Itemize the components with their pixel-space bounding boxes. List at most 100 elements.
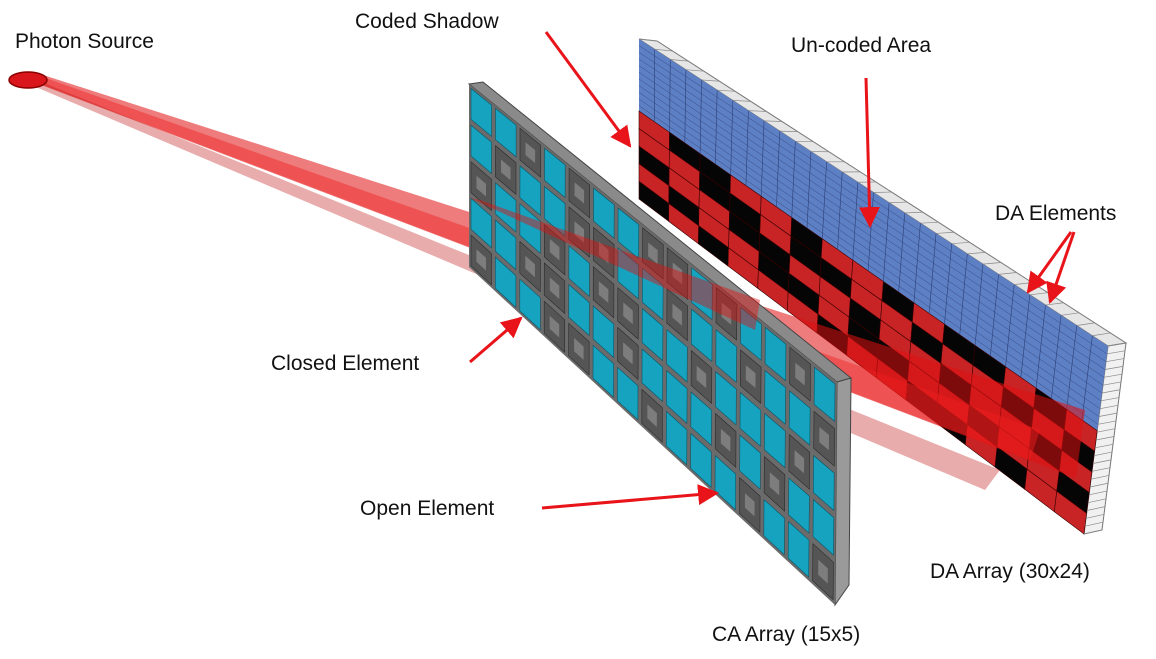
ca-closed-cell-inset xyxy=(623,342,633,365)
da-row-line xyxy=(638,92,1101,409)
da-edge-tick xyxy=(904,211,923,214)
da-edge-tick xyxy=(654,48,673,52)
da-side-tick xyxy=(1088,490,1108,496)
photon-source-disc xyxy=(8,71,48,89)
ca-open-cell xyxy=(617,207,640,260)
ca-closed-cell-inset xyxy=(720,428,731,452)
da-edge-tick xyxy=(732,100,751,102)
ca-open-cell xyxy=(617,247,639,300)
ca-closed-cell-inset xyxy=(672,262,683,285)
ca-open-cell xyxy=(470,197,492,249)
da-edge-tick xyxy=(873,191,892,193)
label-da-array: DA Array (30x24) xyxy=(930,560,1090,583)
da-row-line xyxy=(638,72,1104,386)
da-edge-tick xyxy=(779,130,798,132)
ca-open-cell xyxy=(764,369,786,425)
da-edge-tick xyxy=(1076,322,1095,326)
da-side-tick xyxy=(1095,436,1115,441)
ca-open-cell xyxy=(715,370,737,426)
ca-closed-cell-inset xyxy=(745,365,756,388)
da-side-tick xyxy=(1106,350,1126,355)
ca-open-cell xyxy=(641,348,664,403)
ca-open-cell xyxy=(519,203,541,255)
da-side-tick xyxy=(1105,358,1125,363)
ca-open-cell xyxy=(690,391,712,446)
ca-open-cell xyxy=(690,308,713,363)
ca-open-cell xyxy=(812,454,835,512)
ca-closed-cell-inset xyxy=(721,302,732,325)
ca-closed-cell-inset xyxy=(623,302,633,325)
ca-open-cell xyxy=(544,147,566,199)
ca-closed-cell-inset xyxy=(696,365,707,389)
ca-closed-cell-inset xyxy=(795,362,805,386)
da-side-tick xyxy=(1094,443,1114,449)
da-side-tick xyxy=(1104,366,1124,370)
ca-array-panel xyxy=(467,81,853,607)
ca-open-cell xyxy=(495,182,517,233)
ca-open-cell xyxy=(813,366,836,423)
ca-open-cell xyxy=(739,391,762,447)
ca-closed-cell-inset xyxy=(574,337,584,360)
da-side-tick xyxy=(1083,529,1103,535)
ca-closed-cell-inset xyxy=(549,239,560,261)
da-row-line xyxy=(638,85,1102,401)
arrow-da-elements-2 xyxy=(1046,231,1076,304)
ca-closed-cell-inset xyxy=(525,255,535,278)
ca-open-cell xyxy=(519,278,541,331)
ca-side-edge xyxy=(834,377,852,607)
da-side-tick xyxy=(1100,397,1120,402)
ca-open-cell xyxy=(665,410,688,466)
ca-open-cell xyxy=(592,344,614,398)
da-edge-tick xyxy=(717,89,736,92)
ca-open-cell xyxy=(593,187,615,239)
arrow-da-elements-1 xyxy=(1026,231,1073,294)
da-side-tick xyxy=(1097,420,1117,425)
beam-front-overlay xyxy=(470,198,760,330)
ca-open-cell xyxy=(544,185,566,237)
ca-closed-cell-inset xyxy=(476,249,486,271)
ca-open-cell xyxy=(568,245,590,297)
arrow-coded-shadow xyxy=(544,31,632,148)
ca-open-cell xyxy=(666,369,688,424)
ca-closed-cell-inset xyxy=(574,221,584,243)
ca-open-cell xyxy=(495,256,517,308)
ca-open-cell xyxy=(763,498,785,556)
ca-closed-cell-inset xyxy=(549,315,560,338)
ca-open-cell xyxy=(470,124,492,175)
pointer-arrows xyxy=(469,31,1076,510)
da-edge-tick xyxy=(670,59,689,62)
ca-closed-cell-inset xyxy=(647,404,657,427)
da-side-tick xyxy=(1107,342,1127,347)
ca-closed-cell-inset xyxy=(672,303,682,326)
da-row-line xyxy=(638,105,1099,425)
ca-closed-cell-inset xyxy=(574,182,585,204)
ca-open-cell xyxy=(495,219,517,271)
da-edge-tick xyxy=(1061,312,1080,316)
da-edge-tick xyxy=(638,38,658,42)
arrow-uncoded-area xyxy=(858,77,880,229)
da-side-tick xyxy=(1085,514,1105,519)
da-side-tick xyxy=(1098,412,1118,417)
da-edge-tick xyxy=(1092,332,1111,337)
ca-open-cell xyxy=(470,87,492,138)
ca-open-cell xyxy=(740,306,762,361)
ca-open-cell xyxy=(812,498,835,556)
ca-closed-cell-inset xyxy=(549,277,560,299)
ca-open-cell xyxy=(495,107,517,158)
ca-closed-cell-inset xyxy=(598,241,609,264)
da-side-tick xyxy=(1096,428,1116,433)
label-photon-source: Photon Source xyxy=(15,30,154,53)
da-edge-tick xyxy=(951,241,970,245)
da-side-tick xyxy=(1089,482,1109,488)
ca-closed-cell-inset xyxy=(769,472,780,496)
da-edge-tick xyxy=(936,231,955,234)
ca-open-cell xyxy=(714,454,737,511)
label-uncoded-area: Un-coded Area xyxy=(791,34,931,57)
da-row-line xyxy=(638,45,1108,355)
ca-open-cell xyxy=(568,283,590,337)
arrow-closed-element xyxy=(469,316,523,364)
da-side-tick xyxy=(1086,506,1106,511)
da-edge-tick xyxy=(701,79,720,82)
da-side-tick xyxy=(1093,451,1113,457)
